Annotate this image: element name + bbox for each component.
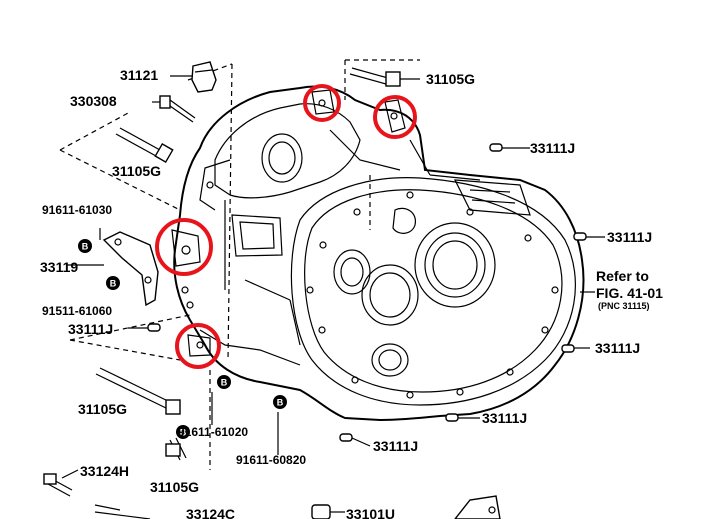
dashed-leaders (59, 59, 420, 470)
label-33124h: 33124H (80, 463, 129, 479)
transaxle-housing (171, 85, 585, 422)
part-33124h-bolt (43, 473, 73, 497)
svg-text:B: B (277, 398, 284, 408)
flange-bolt-holes (181, 181, 559, 399)
label-leaders (61, 147, 605, 479)
part-labels: 31121 330308 31105G 31105G 91611-61030 3… (40, 67, 652, 519)
refer-line-2: FIG. 41-01 (596, 285, 663, 301)
label-33111j-b: 33111J (373, 438, 418, 454)
label-31105g-left: 31105G (112, 163, 161, 179)
label-91611-61030: 91611-61030 (42, 203, 112, 217)
label-91611-61020: 91611-61020 (178, 425, 248, 439)
part-33124c (94, 504, 151, 519)
label-91611-60820: 91611-60820 (236, 453, 306, 467)
label-31105g-bottom: 31105G (150, 479, 199, 495)
part-31105g-bolt-top (349, 67, 420, 87)
part-31121-plug (170, 61, 217, 93)
label-33124c: 33124C (186, 506, 235, 519)
label-91511-61060: 91511-61060 (42, 304, 112, 318)
svg-text:B: B (221, 378, 228, 388)
part-33101-cap (311, 504, 345, 519)
refer-line-1: Refer to (596, 268, 649, 284)
svg-text:B: B (82, 242, 89, 252)
label-33111j-r2: 33111J (595, 340, 640, 356)
part-33119-bracket (102, 231, 159, 307)
svg-text:B: B (180, 428, 187, 438)
label-33111j-br: 33111J (482, 410, 527, 426)
part-31105g-bolt-bottom (165, 437, 187, 461)
label-31121: 31121 (120, 67, 158, 83)
part-bottom-bracket (454, 495, 501, 519)
label-31105g-low: 31105G (78, 401, 127, 417)
highlight-circles (155, 84, 417, 369)
label-33111j-r1: 33111J (607, 229, 652, 245)
label-33111j-left: 33111J (68, 321, 113, 337)
refer-line-3: (PNC 31115) (598, 301, 650, 311)
part-330308-bolt (152, 95, 196, 123)
svg-text:B: B (110, 279, 117, 289)
refer-note: Refer to FIG. 41-01 (PNC 31115) (596, 268, 663, 311)
label-33119: 33119 (40, 259, 78, 275)
part-31105g-bolt-low (95, 367, 181, 415)
dowel-pins (147, 143, 587, 442)
label-330308: 330308 (70, 93, 117, 109)
b-badges: B B B B B (78, 239, 287, 439)
label-33101: 33101U (346, 506, 395, 519)
label-31105g-top: 31105G (426, 71, 475, 87)
label-33111j-tr: 33111J (530, 140, 575, 156)
part-31105g-bolt-left (115, 127, 174, 164)
